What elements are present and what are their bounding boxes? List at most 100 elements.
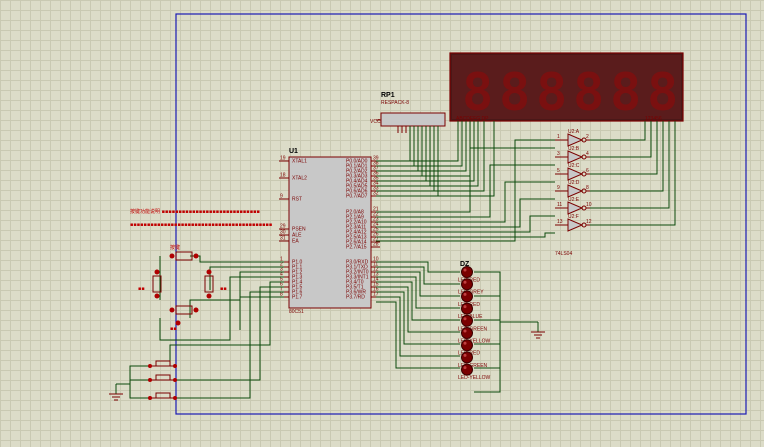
buffer-pin-out: 4 (586, 151, 589, 157)
u1-right-pin-name: P3.7/RD (346, 295, 365, 301)
u1-left-pin-num: 31 (280, 236, 286, 242)
buffer-pin-out: 2 (586, 134, 589, 140)
buffer-ref: U2:D (568, 180, 580, 186)
u1-right-pin-name: P2.4/A12 (346, 230, 367, 236)
led[interactable] (461, 266, 473, 278)
u1-right-pin-num: 14 (373, 277, 379, 283)
display-digit-labels: 123456 (645, 116, 662, 122)
u1-right-pin-name: P3.6/WR (346, 290, 366, 296)
u1-left-pin-num: 29 (280, 224, 286, 230)
u1-right-pin-name: P3.4/T0 (346, 280, 364, 286)
u1-right-pin-num: 24 (373, 222, 379, 228)
switch-label-right: ▪▪ (220, 286, 227, 292)
push-button-2[interactable] (148, 374, 177, 382)
u1-left-pin-name: EA (292, 239, 299, 245)
switch-label-left: ▪▪ (138, 286, 145, 292)
inverter-buffer[interactable] (555, 218, 590, 232)
u1-right-pin-name: P0.4/AD4 (346, 179, 368, 185)
u1-left-pin-name: RST (292, 197, 302, 203)
led[interactable] (461, 351, 473, 364)
u1-ref: U1 (289, 148, 298, 155)
led-label: LED-YELLOW (458, 375, 491, 381)
buffer-ref: U2:E (568, 197, 580, 203)
u1-left-pin-name: P1.3 (292, 275, 303, 281)
buffer-ref: U2:C (568, 163, 580, 169)
u1-left-pin-num: 3 (280, 267, 283, 273)
u1-right-pin-num: 26 (373, 232, 379, 238)
u1-right-pin-num: 23 (373, 217, 379, 223)
buffer-pin-out: 6 (586, 168, 589, 174)
u1-right-pin-num: 11 (373, 262, 378, 268)
u1-right-pin-num: 17 (373, 292, 379, 298)
push-button-joystick[interactable] (152, 251, 214, 326)
buffer-part: 74LS04 (555, 251, 572, 257)
push-button-1[interactable] (148, 360, 177, 368)
seven-segment-display[interactable] (449, 52, 684, 122)
u1-right-pin-name: P0.0/AD0 (346, 159, 368, 165)
inverter-buffer[interactable] (555, 133, 590, 147)
u1-right-pin-name: P2.2/A10 (346, 220, 367, 226)
u1-left-pin-name: PSEN (292, 227, 306, 233)
resistor-pack-rp1[interactable] (380, 112, 446, 127)
buffer-pin-in: 13 (557, 219, 563, 225)
buffer-pin-in: 1 (557, 134, 560, 140)
u1-right-pin-num: 16 (373, 287, 379, 293)
u1-right-pin-num: 15 (373, 282, 379, 288)
u1-left-pin-num: 4 (280, 272, 283, 278)
u1-left-pin-name: P1.1 (292, 265, 303, 271)
buffer-pin-out: 12 (586, 219, 592, 225)
annotation-line-2: ▪▪▪▪▪▪▪▪▪▪▪▪▪▪▪▪▪▪▪▪▪▪▪▪▪▪▪▪▪▪▪▪▪▪▪▪▪▪▪▪… (130, 222, 272, 228)
display-digit: 8 (536, 63, 567, 123)
inverter-buffer[interactable] (555, 167, 590, 181)
rp1-ref: RP1 (381, 92, 395, 99)
u1-left-pin-name: XTAL1 (292, 159, 307, 165)
u1-right-pin-name: P0.5/AD5 (346, 184, 368, 190)
u1-left-pin-name: P1.0 (292, 260, 303, 266)
u1-right-pin-num: 32 (373, 191, 379, 197)
inverter-buffer[interactable] (555, 201, 590, 215)
display-digit: 8 (610, 63, 641, 123)
buffer-ref: U2:A (568, 129, 580, 135)
led[interactable] (461, 314, 473, 327)
u1-left-pin-num: 19 (280, 156, 286, 162)
led[interactable] (461, 327, 473, 339)
buffer-pin-in: 3 (557, 151, 560, 157)
u1-left-pin-num: 8 (280, 292, 283, 298)
u1-left-pin-num: 6 (280, 282, 283, 288)
led[interactable] (461, 363, 473, 376)
u1-right-pin-name: P3.5/T1 (346, 285, 364, 291)
buffer-pin-in: 5 (557, 168, 560, 174)
u1-right-pin-num: 37 (373, 166, 379, 172)
u1-right-pin-name: P2.1/A9 (346, 215, 364, 221)
led-label: LED-GREEN (458, 363, 488, 369)
u1-left-pin-name: ALE (292, 233, 302, 239)
inverter-buffer[interactable] (555, 150, 590, 164)
switch-label-down: ▪▪ (170, 326, 177, 332)
led[interactable] (461, 302, 473, 315)
u1-right-pin-name: P2.0/A8 (346, 210, 364, 216)
u1-left-pin-num: 5 (280, 277, 283, 283)
u1-right-pin-name: P0.7/AD7 (346, 194, 368, 200)
u1-right-pin-num: 13 (373, 272, 379, 278)
u1-left-pin-name: P1.7 (292, 295, 303, 301)
display-digit: 8 (499, 63, 530, 123)
inverter-buffer[interactable] (555, 184, 590, 198)
buffer-ref: U2:F (568, 214, 579, 220)
u1-right-pin-name: P3.1/TXD (346, 265, 368, 271)
u1-left-pin-name: P1.2 (292, 270, 303, 276)
led[interactable] (461, 278, 473, 291)
led[interactable] (461, 339, 473, 352)
u1-right-pin-num: 25 (373, 227, 379, 233)
display-digit: 8 (573, 63, 604, 123)
buffer-pin-in: 11 (557, 202, 562, 208)
push-button-3[interactable] (148, 392, 177, 400)
u1-right-pin-num: 38 (373, 161, 379, 167)
u1-right-pin-name: P3.3/INT1 (346, 275, 369, 281)
led[interactable] (461, 290, 473, 303)
switch-label-up: 按键 (170, 244, 180, 251)
display-digit: 8 (462, 63, 493, 123)
u1-right-pin-name: P0.1/AD1 (346, 164, 368, 170)
u1-right-pin-name: P2.6/A14 (346, 240, 367, 246)
display-segment-labels: ABCDEFG DP (456, 116, 489, 122)
